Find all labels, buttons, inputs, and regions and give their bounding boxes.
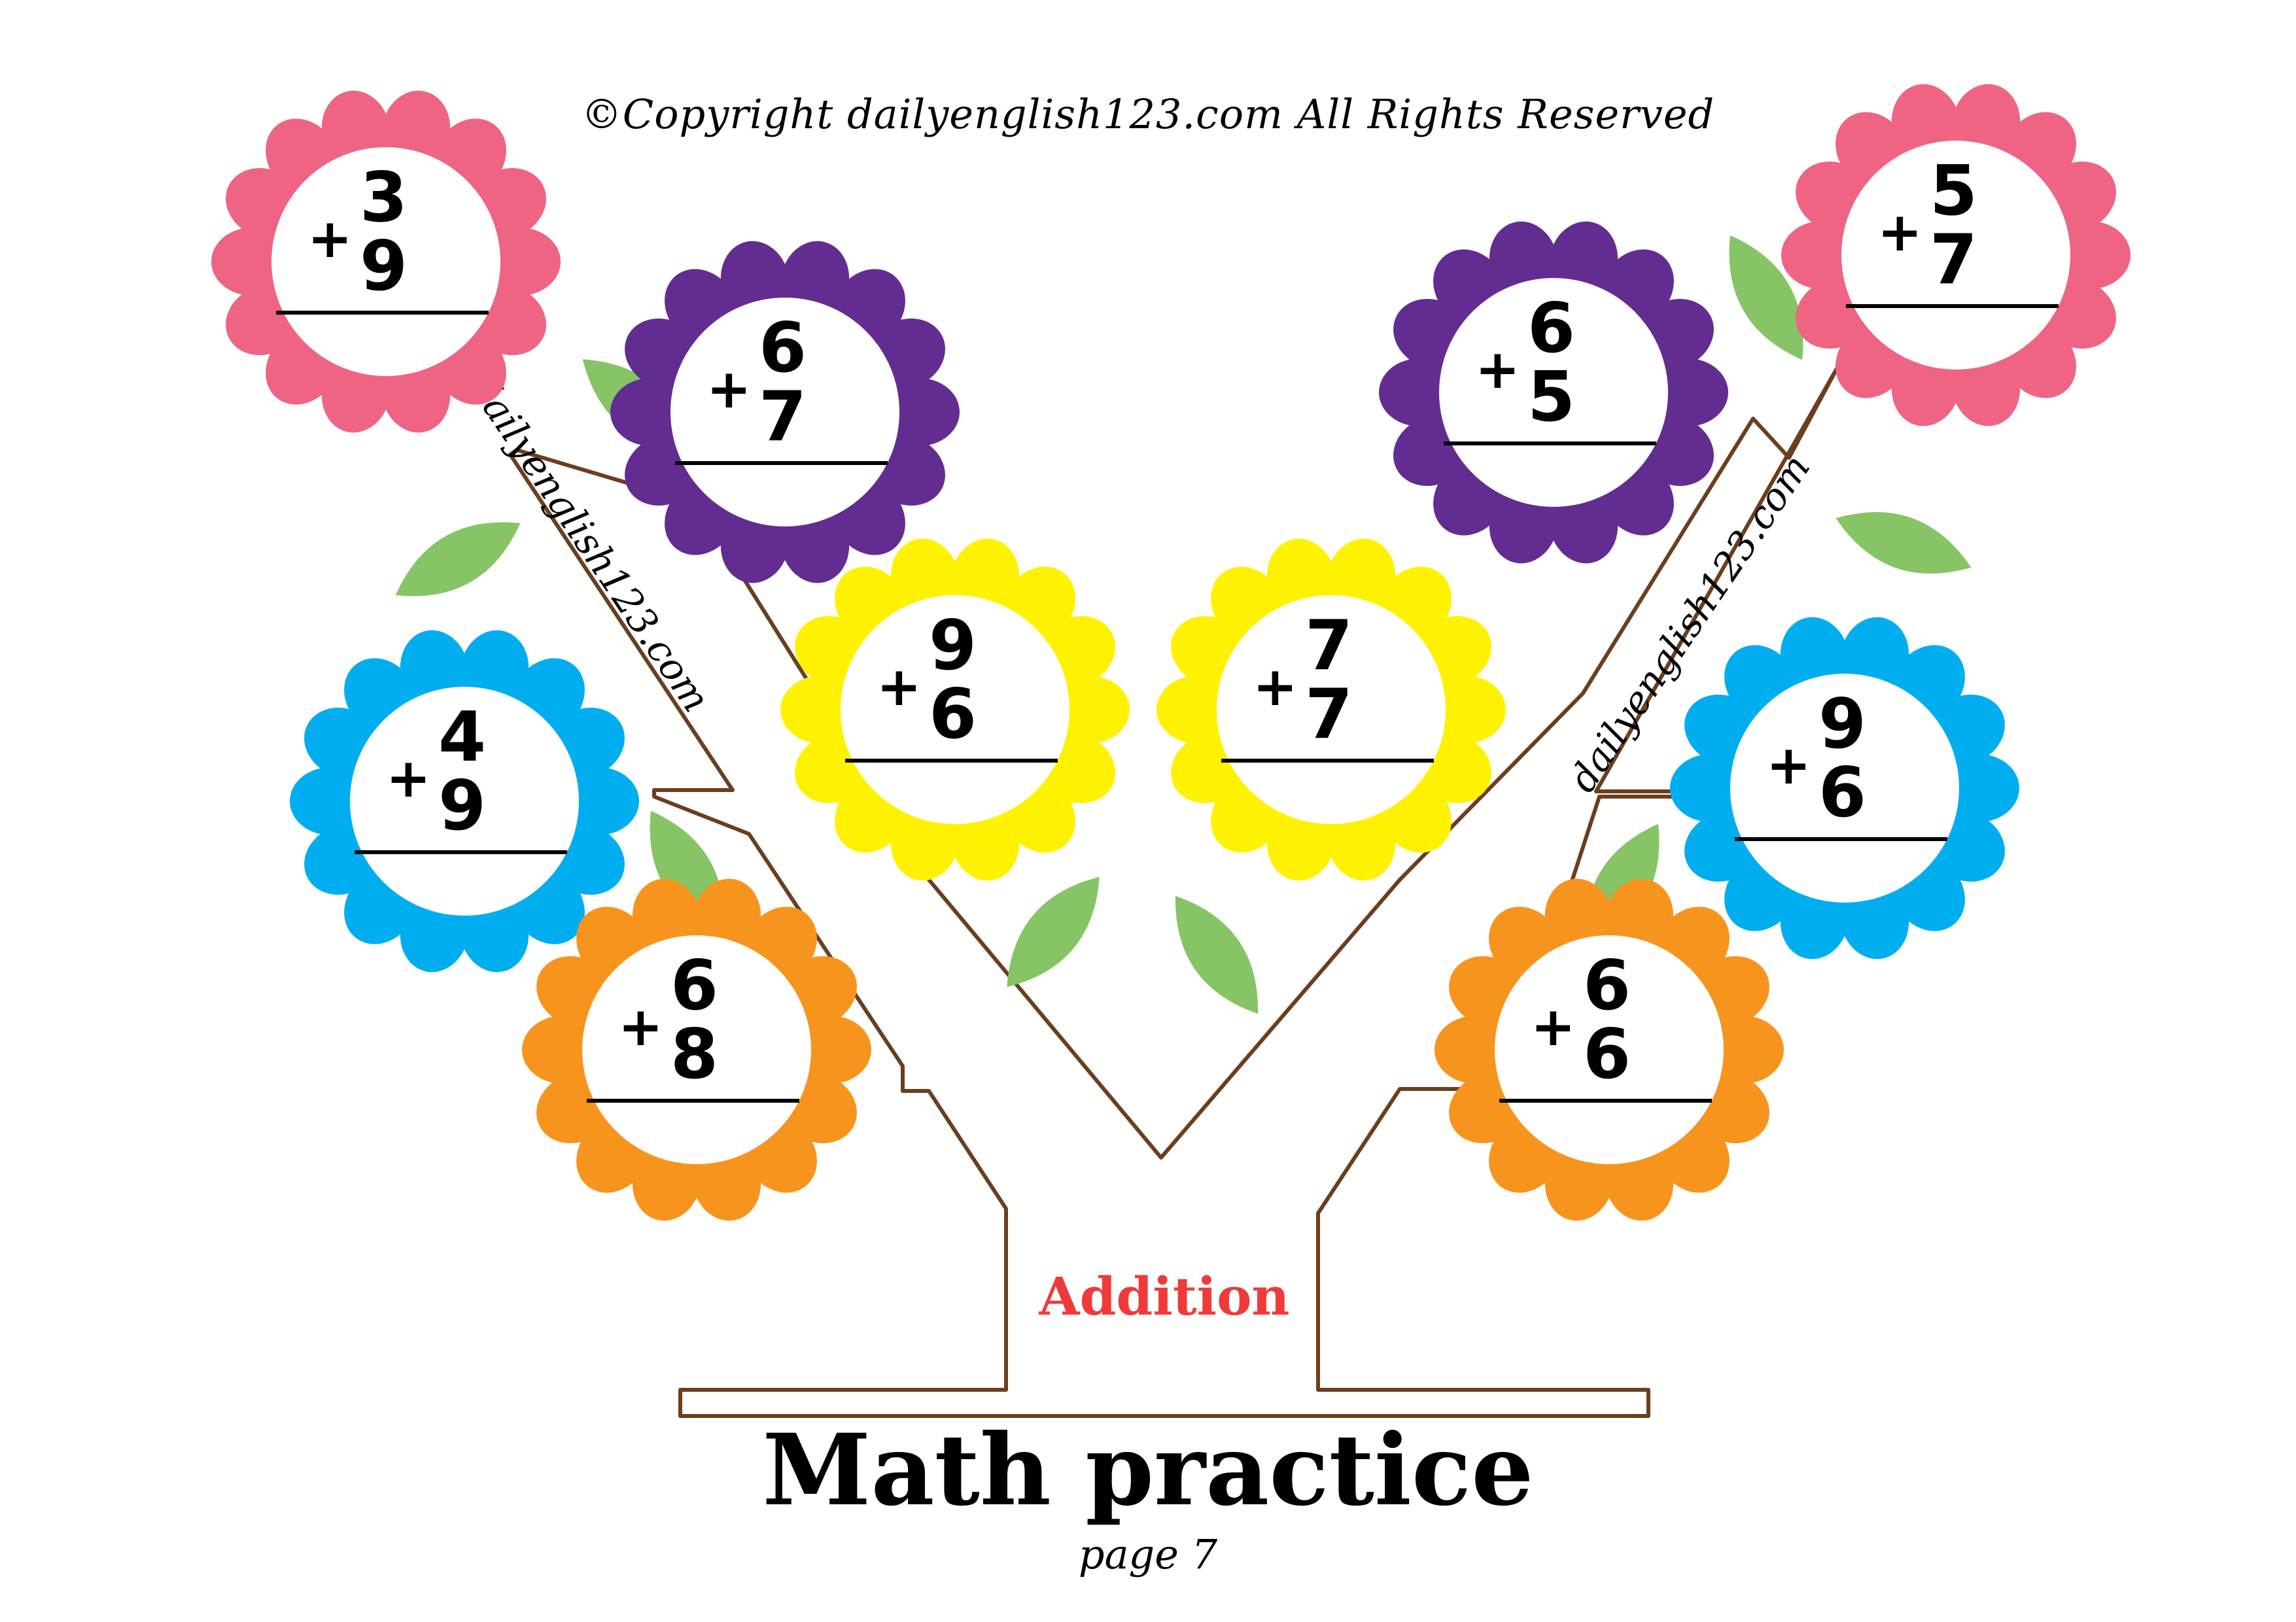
answer-line[interactable] bbox=[587, 1099, 799, 1103]
flower-icon bbox=[1379, 221, 1728, 564]
addition-problem: 9+6 bbox=[845, 606, 1058, 808]
flower-icon bbox=[522, 878, 871, 1221]
answer-line[interactable] bbox=[355, 850, 567, 854]
leaf-icon bbox=[395, 522, 521, 596]
addend-top: 6 bbox=[670, 946, 719, 1026]
page-title: Math practice bbox=[762, 1413, 1534, 1528]
leaf-icon bbox=[1007, 876, 1100, 988]
addend-bottom: 7 bbox=[759, 377, 807, 457]
answer-line[interactable] bbox=[1735, 837, 1947, 841]
flower-icon bbox=[610, 241, 960, 583]
answer-line[interactable] bbox=[1221, 759, 1434, 763]
addition-problem: 9+6 bbox=[1735, 684, 1947, 886]
leaf-icon bbox=[1175, 895, 1259, 1014]
addend-top: 9 bbox=[929, 606, 977, 685]
addend-bottom: 9 bbox=[360, 226, 408, 306]
addend-bottom: 6 bbox=[1583, 1014, 1631, 1094]
plus-sign: + bbox=[1877, 201, 1922, 264]
answer-line[interactable] bbox=[1499, 1099, 1712, 1103]
addend-bottom: 6 bbox=[929, 674, 977, 754]
plus-sign: + bbox=[1253, 656, 1298, 718]
addend-top: 9 bbox=[1818, 684, 1867, 764]
addend-top: 7 bbox=[1305, 606, 1353, 685]
addend-bottom: 5 bbox=[1527, 357, 1576, 437]
addend-top: 4 bbox=[438, 697, 487, 777]
addend-bottom: 9 bbox=[438, 766, 487, 846]
plus-sign: + bbox=[706, 358, 752, 421]
addend-top: 6 bbox=[759, 308, 807, 388]
flower-icon bbox=[780, 538, 1130, 881]
flower-icon bbox=[1670, 617, 2019, 959]
flower-icon bbox=[1435, 878, 1784, 1221]
plus-sign: + bbox=[1531, 996, 1576, 1058]
flower-icon bbox=[1781, 84, 2131, 426]
answer-line[interactable] bbox=[1444, 441, 1656, 445]
addition-problem: 6+5 bbox=[1444, 288, 1656, 491]
leaf-icon bbox=[1729, 235, 1803, 360]
page-number: page 7 bbox=[1078, 1530, 1218, 1578]
addition-problem: 6+7 bbox=[675, 308, 888, 510]
plus-sign: + bbox=[618, 996, 663, 1058]
addend-top: 6 bbox=[1583, 946, 1631, 1026]
leaf-icon bbox=[1835, 511, 1972, 574]
flower-icon bbox=[290, 630, 639, 973]
plus-sign: + bbox=[307, 208, 353, 270]
addend-bottom: 7 bbox=[1930, 220, 1978, 300]
addition-problem: 5+7 bbox=[1846, 151, 2059, 353]
tree-trunk bbox=[508, 364, 1840, 1418]
addend-top: 3 bbox=[360, 158, 408, 237]
addend-bottom: 6 bbox=[1818, 753, 1867, 833]
addition-problem: 7+7 bbox=[1221, 606, 1434, 808]
flower-icon bbox=[1157, 538, 1506, 881]
addition-problem: 6+6 bbox=[1499, 946, 1712, 1148]
addition-problem: 3+9 bbox=[276, 158, 489, 360]
addition-problem: 4+9 bbox=[355, 697, 567, 899]
addend-top: 5 bbox=[1930, 151, 1978, 231]
addend-bottom: 8 bbox=[670, 1014, 719, 1094]
operation-label: Addition bbox=[1039, 1266, 1290, 1327]
answer-line[interactable] bbox=[1846, 304, 2059, 308]
copyright-text: ©Copyright dailyenglish123.com All Right… bbox=[581, 90, 1715, 138]
answer-line[interactable] bbox=[675, 461, 888, 465]
flower-icon bbox=[211, 90, 561, 433]
plus-sign: + bbox=[1475, 339, 1520, 401]
addend-bottom: 7 bbox=[1305, 674, 1353, 754]
plus-sign: + bbox=[877, 656, 922, 718]
plus-sign: + bbox=[386, 748, 431, 810]
plus-sign: + bbox=[1766, 734, 1811, 797]
addend-top: 6 bbox=[1527, 288, 1576, 368]
answer-line[interactable] bbox=[276, 311, 489, 315]
addition-problem: 6+8 bbox=[587, 946, 799, 1148]
answer-line[interactable] bbox=[845, 759, 1058, 763]
